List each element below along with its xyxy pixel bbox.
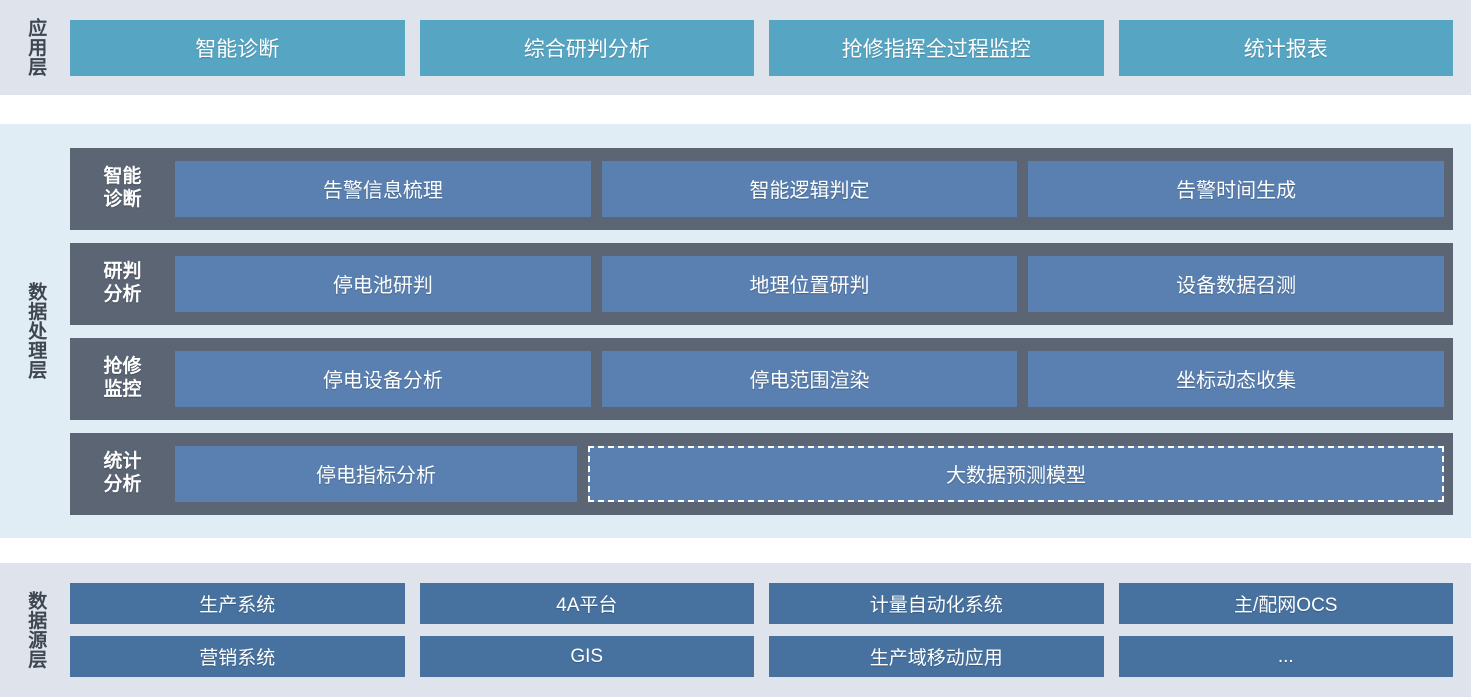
proc-cell-bigdata-prediction-model[interactable]: 大数据预测模型: [587, 445, 1444, 502]
app-button-comprehensive-analysis[interactable]: 综合研判分析: [419, 19, 754, 76]
proc-cell-label: 停电池研判: [332, 275, 433, 297]
src-cell-main-distribution-ocs[interactable]: 主/配网OCS: [1118, 583, 1453, 624]
proc-cell-outage-range-rendering[interactable]: 停电范围渲染: [601, 350, 1018, 407]
proc-cell-device-data-polling[interactable]: 设备数据召测: [1028, 255, 1445, 312]
src-cell-production-mobile-app[interactable]: 生产域移动应用: [769, 636, 1104, 677]
proc-cell-outage-device-analysis[interactable]: 停电设备分析: [175, 350, 591, 407]
proc-cell-coordinate-dynamic-collection[interactable]: 坐标动态收集: [1028, 350, 1445, 407]
proc-cell-geographic-location-analysis[interactable]: 地理位置研判: [601, 255, 1018, 312]
proc-cell-outage-index-analysis[interactable]: 停电指标分析: [175, 445, 577, 502]
data-source-layer-label: 数据源层: [25, 591, 47, 669]
app-button-label: 抢修指挥全过程监控: [841, 37, 1031, 61]
proc-cell-label: 智能逻辑判定: [749, 180, 870, 202]
proc-row-label: 智能 诊断: [103, 165, 142, 210]
proc-row-statistical-analysis: 统计 分析 停电指标分析 大数据预测模型: [70, 432, 1453, 515]
application-layer-label: 应用层: [25, 18, 47, 77]
src-cell-gis[interactable]: GIS: [419, 636, 754, 677]
proc-cell-outage-pool-analysis[interactable]: 停电池研判: [175, 255, 591, 312]
data-processing-rows: 智能 诊断 告警信息梳理 智能逻辑判定 告警时间生成 研判 分析: [70, 124, 1471, 538]
src-cell-label: ...: [1277, 645, 1294, 667]
app-button-intelligent-diagnosis[interactable]: 智能诊断: [70, 19, 405, 76]
proc-row-cells: 告警信息梳理 智能逻辑判定 告警时间生成: [175, 148, 1453, 230]
proc-cell-label: 停电设备分析: [322, 370, 443, 392]
proc-row-label: 统计 分析: [103, 450, 142, 495]
proc-row-label: 抢修 监控: [103, 355, 142, 400]
proc-cell-label: 大数据预测模型: [945, 465, 1086, 487]
app-button-repair-monitoring[interactable]: 抢修指挥全过程监控: [769, 19, 1104, 76]
proc-row-repair-monitoring: 抢修 监控 停电设备分析 停电范围渲染 坐标动态收集: [70, 337, 1453, 420]
app-button-label: 统计报表: [1243, 37, 1328, 61]
proc-cell-intelligent-logic-judgment[interactable]: 智能逻辑判定: [601, 160, 1018, 217]
proc-cell-alarm-info-sorting[interactable]: 告警信息梳理: [175, 160, 591, 217]
proc-row-analysis: 研判 分析 停电池研判 地理位置研判 设备数据召测: [70, 242, 1453, 325]
src-cell-label: 主/配网OCS: [1234, 595, 1338, 616]
app-button-label: 综合研判分析: [523, 37, 650, 61]
proc-cell-label: 地理位置研判: [749, 275, 870, 297]
proc-cell-label: 设备数据召测: [1176, 275, 1297, 297]
proc-cell-label: 告警信息梳理: [322, 180, 443, 202]
src-cell-label: 4A平台: [556, 595, 618, 616]
proc-cell-label: 告警时间生成: [1176, 180, 1297, 202]
src-cell-label: 生产域移动应用: [869, 648, 1003, 669]
data-source-row: 营销系统 GIS 生产域移动应用 ...: [70, 636, 1453, 677]
src-cell-label: GIS: [570, 645, 604, 667]
data-source-layer: 数据源层 生产系统 4A平台 计量自动化系统 主/配网OCS 营销系统: [0, 563, 1471, 697]
src-cell-label: 营销系统: [199, 648, 276, 669]
data-source-rows: 生产系统 4A平台 计量自动化系统 主/配网OCS 营销系统 GIS: [70, 563, 1471, 697]
data-processing-layer: 数据处理层 智能 诊断 告警信息梳理 智能逻辑判定 告警时间生成: [0, 124, 1471, 538]
proc-row-cells: 停电池研判 地理位置研判 设备数据召测: [175, 243, 1453, 325]
proc-row-label: 研判 分析: [103, 260, 142, 305]
proc-cell-label: 停电范围渲染: [749, 370, 870, 392]
proc-cell-alarm-time-generation[interactable]: 告警时间生成: [1028, 160, 1445, 217]
proc-cell-label: 坐标动态收集: [1176, 370, 1297, 392]
data-source-row: 生产系统 4A平台 计量自动化系统 主/配网OCS: [70, 583, 1453, 624]
data-processing-layer-label: 数据处理层: [25, 282, 47, 380]
src-cell-label: 生产系统: [199, 595, 276, 616]
src-cell-production-system[interactable]: 生产系统: [70, 583, 405, 624]
proc-row-cells: 停电指标分析 大数据预测模型: [175, 433, 1453, 515]
application-layer-buttons: 智能诊断 综合研判分析 抢修指挥全过程监控 统计报表: [70, 0, 1471, 95]
application-layer: 应用层 智能诊断 综合研判分析 抢修指挥全过程监控 统计报表: [0, 0, 1471, 95]
proc-row-intelligent-diagnosis: 智能 诊断 告警信息梳理 智能逻辑判定 告警时间生成: [70, 147, 1453, 230]
proc-cell-label: 停电指标分析: [315, 465, 436, 487]
src-cell-more[interactable]: ...: [1118, 636, 1453, 677]
layer-divider-top: [0, 95, 1471, 124]
app-button-label: 智能诊断: [195, 37, 280, 61]
src-cell-marketing-system[interactable]: 营销系统: [70, 636, 405, 677]
src-cell-metering-automation-system[interactable]: 计量自动化系统: [769, 583, 1104, 624]
src-cell-label: 计量自动化系统: [869, 595, 1003, 616]
src-cell-4a-platform[interactable]: 4A平台: [419, 583, 754, 624]
layer-divider-bottom: [0, 538, 1471, 563]
app-button-statistical-report[interactable]: 统计报表: [1118, 19, 1453, 76]
proc-row-cells: 停电设备分析 停电范围渲染 坐标动态收集: [175, 338, 1453, 420]
